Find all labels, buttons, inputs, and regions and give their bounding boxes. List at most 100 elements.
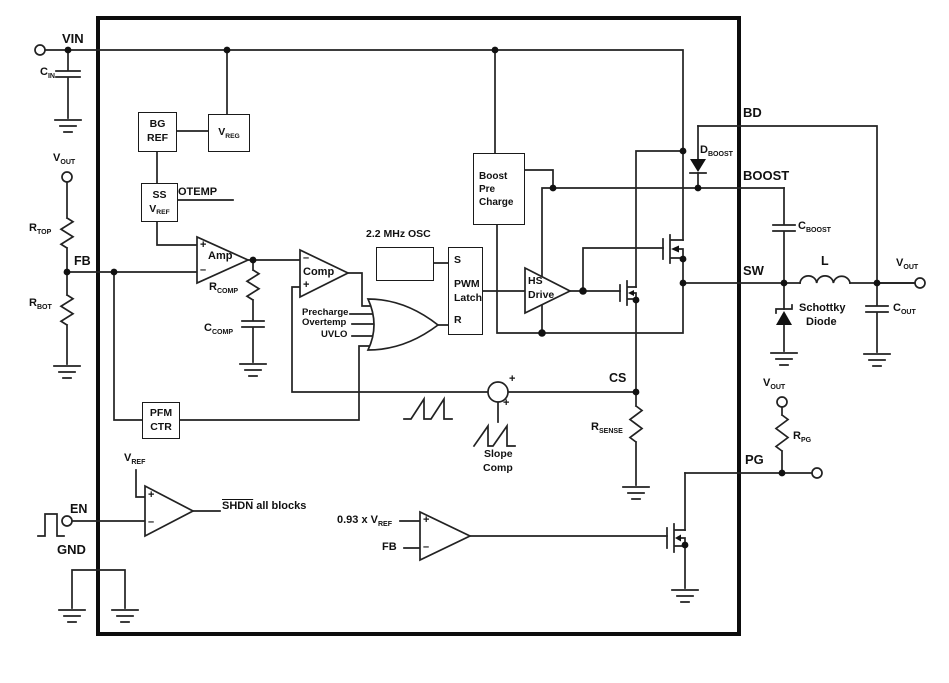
sum-wires [497,391,637,423]
dboost-label: DBOOST [700,144,733,158]
boost-diode-symbol [689,159,707,174]
vin-pin-label: VIN [62,31,84,46]
boost-pin-label: BOOST [743,168,790,183]
cin-label: CIN [40,66,55,80]
terminal-circles [34,44,926,527]
pfm-line1: PFM [149,406,173,419]
boost-precharge-block: Boost Pre Charge [473,153,525,225]
fb-wire [66,271,198,421]
schottky-diode-symbol [775,304,793,325]
gnd-pin-label: GND [57,542,86,557]
pg-wires [684,406,813,474]
pg-comp-plus-mark: + [423,514,430,526]
vreg-label: VREG [218,126,240,140]
comp-label: Comp [303,266,335,278]
current-sense-waveform-icon [403,396,453,420]
vout-terminal [914,277,926,289]
precharge-signal-label: Precharge [302,307,349,318]
vout-pg-terminal [776,396,788,408]
latch-s-input: S [454,254,462,266]
otemp-label: OTEMP [178,186,218,198]
pfm-ctr-block: PFM CTR [142,402,180,439]
pg-fb-label: FB [382,541,397,553]
rtop-label: RTOP [29,222,52,236]
sense-mosfet-symbol [619,280,637,306]
pg-comp-minus-mark: – [423,541,430,553]
amp-plus-mark: + [200,239,207,251]
bandgap-ref-block: BG REF [138,112,177,152]
ground-symbols [53,119,891,623]
ss-label: SS [152,188,167,201]
rpg-label: RPG [793,430,812,444]
shdn-label: SHDN all blocks [222,500,307,512]
sw-wire [682,257,916,284]
vout-divider-label: VOUT [53,152,76,166]
sum-plus-top-mark: + [509,373,516,385]
inductor-symbol [799,275,851,284]
en-comp-minus-mark: – [148,516,155,528]
vout-divider-terminal [61,171,73,183]
cout-label: COUT [893,302,916,316]
ccomp-label: CCOMP [204,322,234,336]
cs-node-label: CS [609,371,627,385]
en-comp-plus-mark: + [148,489,155,501]
bd-pin-label: BD [743,105,762,120]
boost-net-wire [517,169,785,334]
logic-wires [431,262,526,326]
vout-pg-label: VOUT [763,377,786,391]
rsense-wire [628,391,644,486]
ic-boundary [96,16,741,636]
en-wires [71,469,221,522]
bg-ref-line2: REF [147,132,168,144]
rcomp-label: RCOMP [209,281,239,295]
cs-feedback-wire [291,286,489,393]
ref-wires [156,49,234,246]
rsense-label: RSENSE [591,421,623,435]
comp-minus-mark: – [303,252,310,264]
en-terminal [61,515,73,527]
or-input-wires [177,313,375,421]
pg-mosfet-symbol [666,523,686,553]
main-mosfet-symbol [662,234,684,264]
amp-label: Amp [208,250,233,262]
bd-wire [697,125,916,284]
latch-title: PWM Latch [454,277,482,305]
slope-comp-label-line2: Comp [483,462,513,474]
uvlo-signal-label: UVLO [321,329,348,340]
slope-comp-waveform-icon [472,423,516,448]
or-gate-symbol [366,298,440,351]
pg-terminal [811,467,823,479]
vout-label: VOUT [896,257,919,271]
pg-comparator-symbol [419,510,472,562]
pwm-latch-block: S PWM Latch R [448,247,483,335]
latch-r-input: R [454,314,462,327]
fb-pin-label: FB [74,254,91,268]
inductor-label: L [821,254,829,268]
hs-drive-line2: Drive [528,289,555,301]
vin-terminal [34,44,46,56]
latch-line1: PWM [454,277,480,290]
summing-junction-symbol [487,381,509,403]
pwm-comparator-symbol [299,248,350,299]
comp-plus-mark: + [303,279,310,291]
latch-line2: Latch [454,292,483,304]
vreg-block: VREG [208,114,250,152]
bpc-line3: Charge [479,196,514,208]
bpc-line2: Pre [479,183,496,195]
cboost-label: CBOOST [798,220,831,234]
oscillator-block [376,247,434,281]
schottky-label-line2: Diode [806,316,837,328]
pg-ref-label: 0.93 x VREF [337,514,393,528]
schottky-label-line1: Schottky [799,302,846,314]
ss-vref-label: VREF [149,202,170,217]
bg-ref-line1: BG [149,118,166,131]
bpc-wires [494,49,684,334]
sw-pin-label: SW [743,263,764,278]
hs-drive-line1: HS [528,275,543,287]
gnd-wires [71,569,126,609]
comp-out-wire [344,272,371,307]
rbot-label: RBOT [29,297,52,311]
vref-en-label: VREF [124,452,146,466]
